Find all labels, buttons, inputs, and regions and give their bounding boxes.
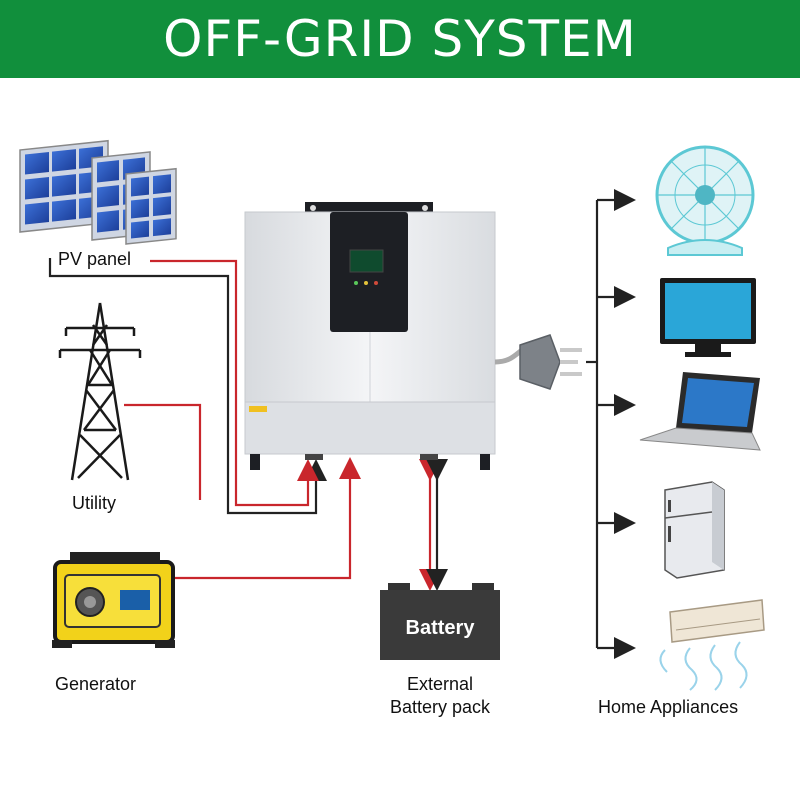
wiring [48, 189, 636, 659]
fan-icon [655, 145, 755, 256]
battery-icon [380, 583, 500, 660]
page-title: OFF-GRID SYSTEM [163, 10, 637, 68]
transmission-tower-icon [58, 302, 142, 481]
plug-icon [494, 334, 582, 390]
generator-icon [52, 552, 175, 648]
tv-icon [660, 278, 756, 357]
battery-caption-line2: Battery pack [389, 697, 491, 717]
pv-panel-label: PV panel [58, 249, 132, 269]
utility-label: Utility [72, 493, 116, 513]
air-conditioner-icon [659, 599, 765, 691]
laptop-icon [639, 372, 761, 451]
home-appliances-label: Home Appliances [598, 697, 739, 717]
inverter-icon [244, 202, 496, 470]
solar-panel-icon [19, 139, 177, 245]
battery-caption: External Battery pack [370, 673, 510, 719]
generator-label: Generator [55, 674, 137, 694]
battery-label: Battery [406, 617, 476, 639]
title-banner: OFF-GRID SYSTEM [0, 0, 800, 78]
battery-caption-line1: External [406, 674, 474, 694]
refrigerator-icon [664, 481, 725, 579]
